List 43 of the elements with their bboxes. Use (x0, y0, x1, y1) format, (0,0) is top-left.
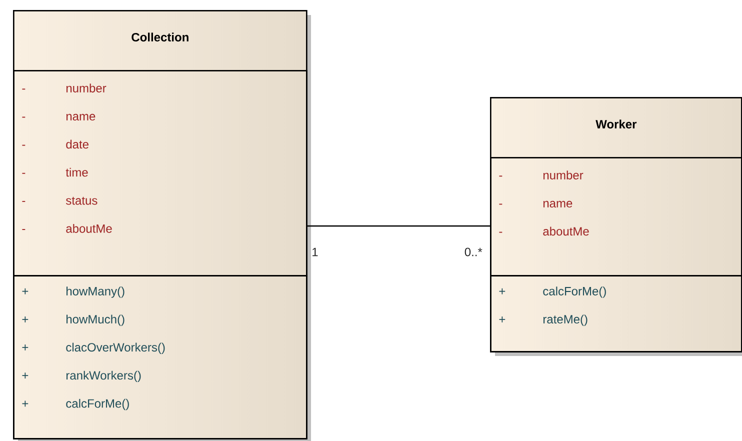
visibility-marker: - (22, 144, 26, 146)
visibility-marker: - (22, 200, 26, 202)
member-name: number (66, 84, 106, 92)
member-name: name (543, 200, 572, 208)
member-name: number (543, 170, 584, 180)
visibility-marker: - (499, 232, 502, 233)
member-name: time (66, 168, 88, 177)
visibility-marker: - (499, 176, 502, 177)
compartment (13, 70, 308, 276)
visibility-marker: + (22, 344, 28, 350)
member-name: aboutMe (66, 224, 112, 233)
member-name: status (66, 196, 98, 205)
multiplicity-label: 0..* (464, 248, 482, 256)
visibility-marker: - (22, 88, 26, 90)
member-name: calcForMe() (66, 398, 129, 410)
visibility-marker: + (499, 316, 506, 322)
multiplicity-label: 1 (312, 248, 318, 256)
member-name: name (66, 114, 96, 121)
visibility-marker: + (22, 400, 28, 407)
compartment (490, 157, 742, 276)
member-name: howMany() (66, 286, 124, 298)
association-line (307, 225, 490, 227)
visibility-marker: - (22, 172, 26, 174)
member-name: calcForMe() (543, 286, 606, 298)
member-name: clacOverWorkers() (66, 342, 165, 354)
visibility-marker: - (499, 204, 502, 205)
class-name: Collection (132, 32, 188, 42)
visibility-marker: + (22, 288, 28, 294)
visibility-marker: + (499, 288, 506, 294)
member-name: howMuch() (66, 314, 124, 326)
class-name: Worker (596, 120, 637, 128)
visibility-marker: + (22, 316, 28, 322)
member-name: rankWorkers() (66, 370, 141, 382)
visibility-marker: - (22, 116, 26, 118)
compartment (490, 275, 742, 352)
member-name: date (66, 140, 88, 149)
visibility-marker: + (22, 372, 28, 378)
visibility-marker: - (22, 229, 26, 230)
compartment (13, 275, 308, 440)
member-name: aboutMe (543, 226, 589, 236)
member-name: rateMe() (543, 314, 588, 326)
class-box (490, 97, 742, 352)
class-box (13, 10, 308, 440)
